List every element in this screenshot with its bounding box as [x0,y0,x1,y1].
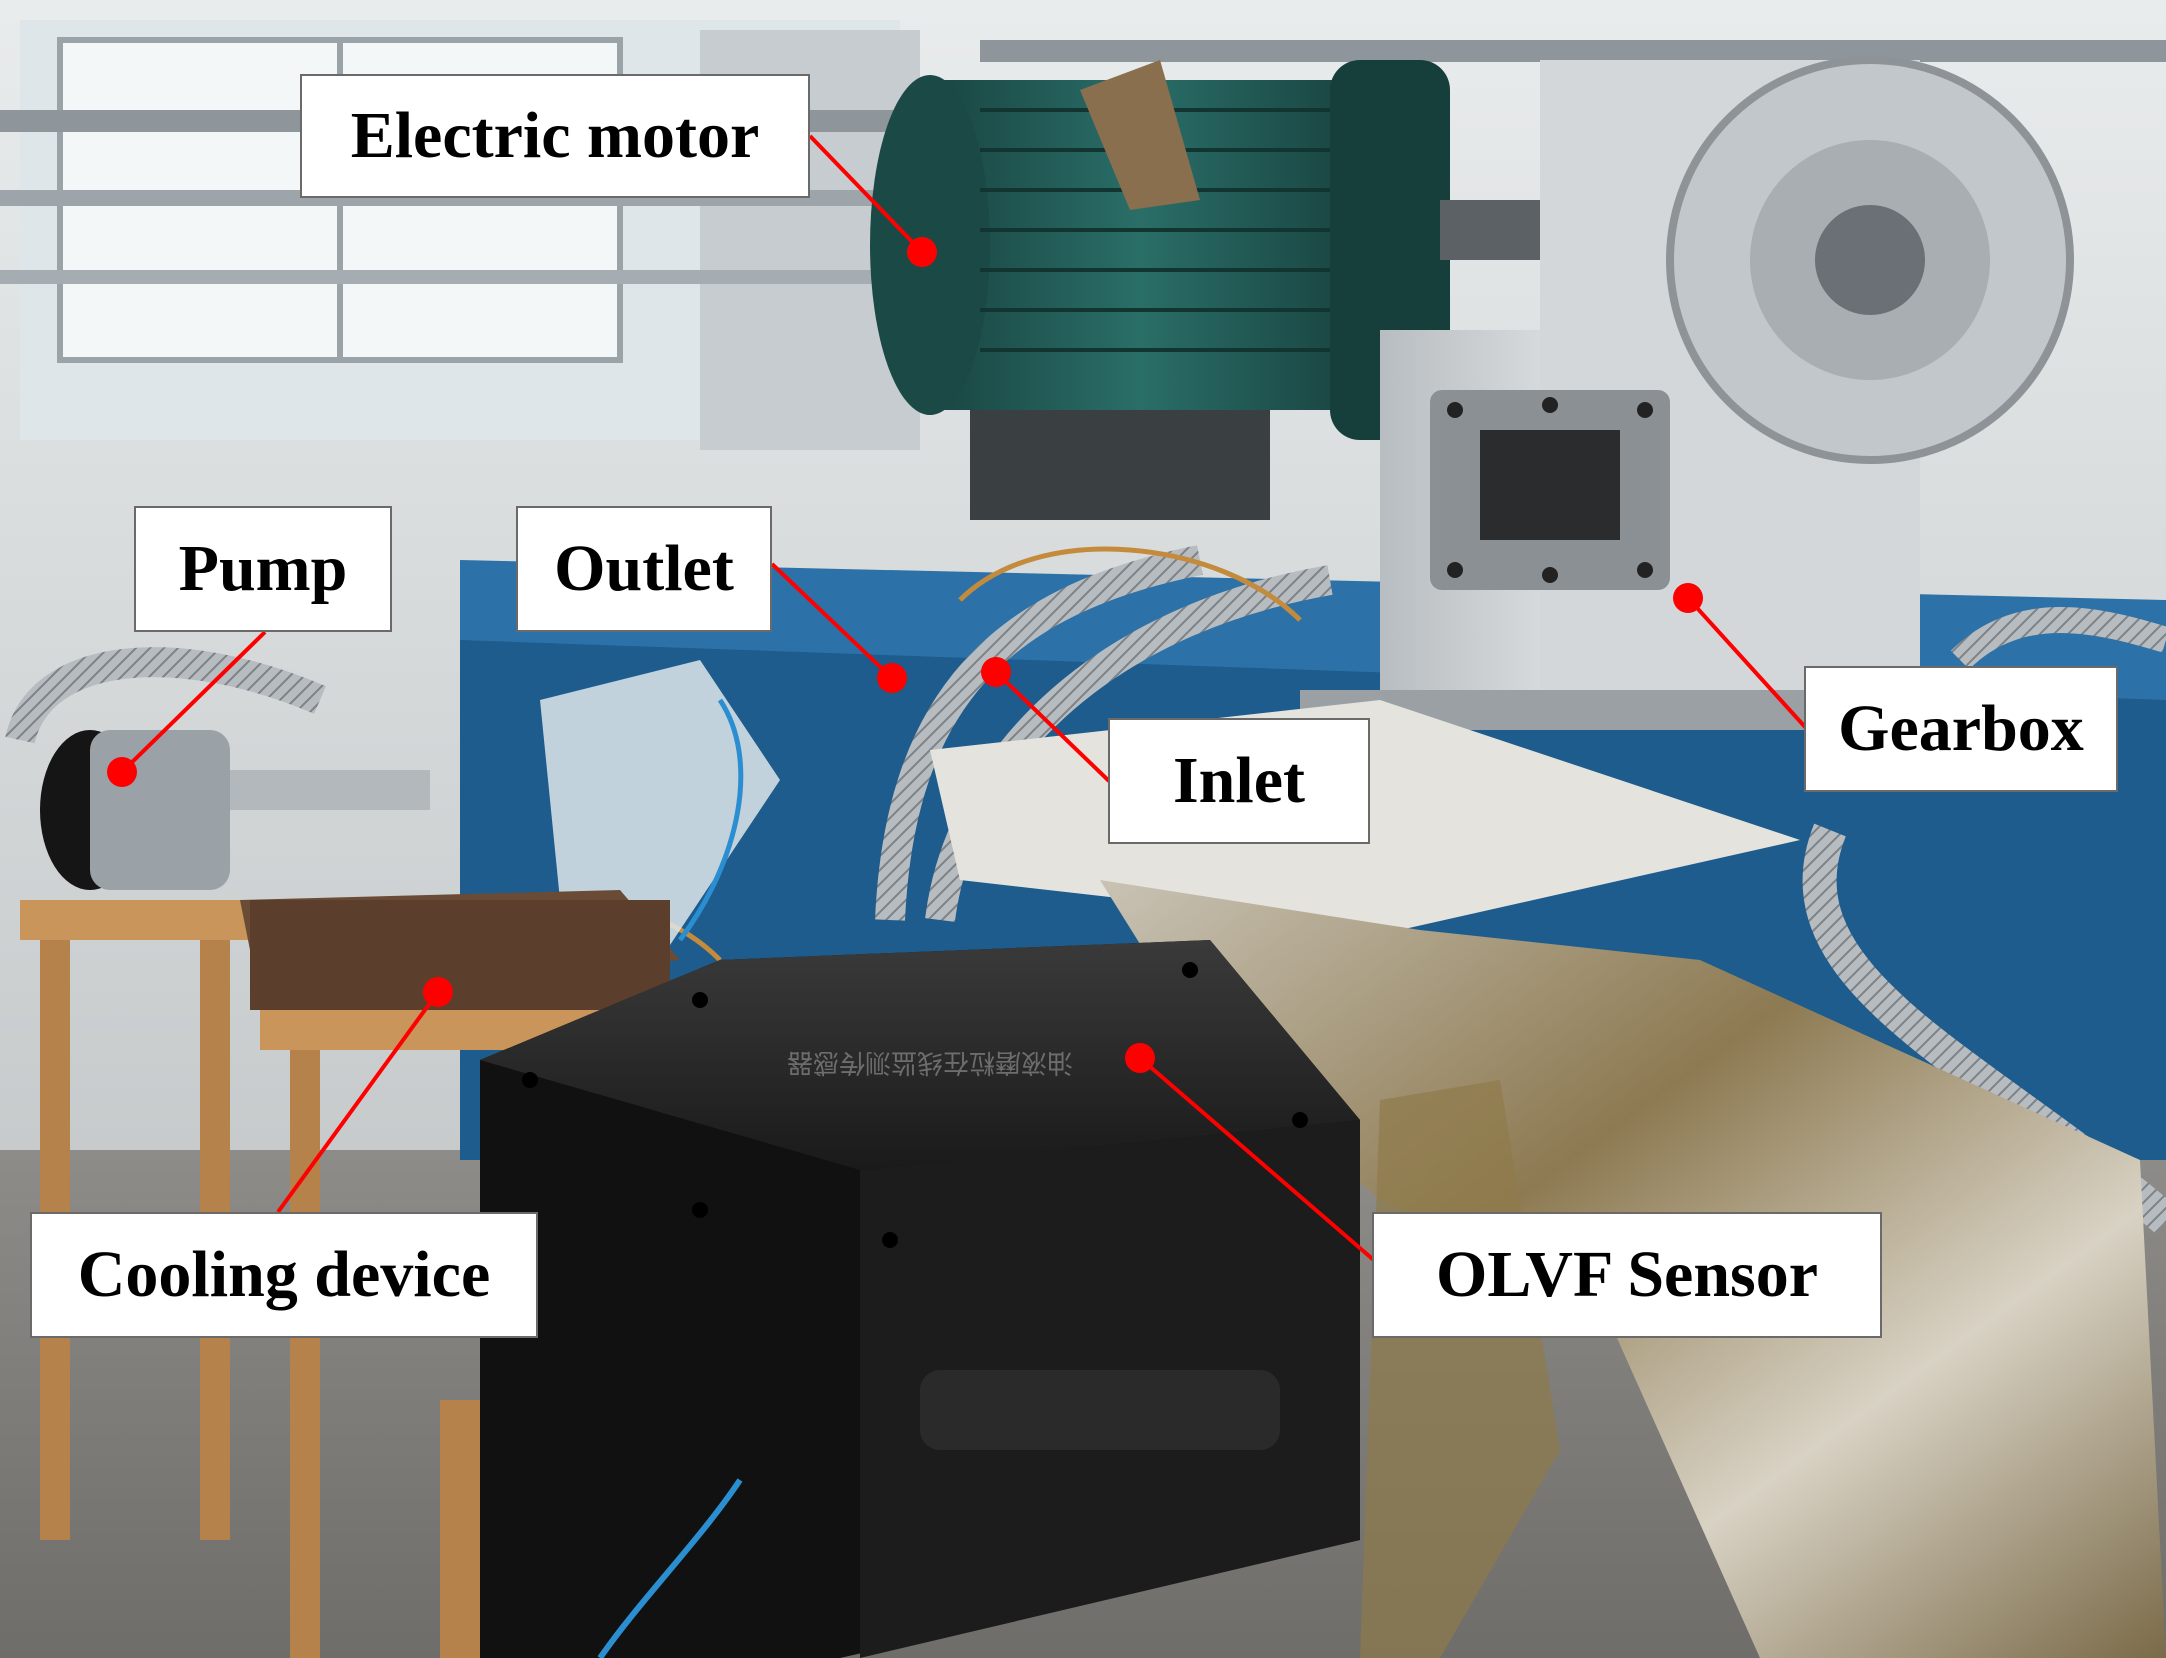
callout-pump: Pump [134,506,392,632]
label-olvf-sensor: OLVF Sensor [1435,1238,1818,1311]
label-pump: Pump [178,532,348,605]
label-electric-motor: Electric motor [350,99,760,172]
callout-electric-motor: Electric motor [300,74,810,198]
callout-inlet: Inlet [1108,718,1370,844]
label-cooling-device: Cooling device [77,1238,491,1311]
label-outlet: Outlet [554,532,734,605]
callout-olvf-sensor: OLVF Sensor [1372,1212,1882,1338]
callout-gearbox: Gearbox [1804,666,2118,792]
callout-cooling-device: Cooling device [30,1212,538,1338]
sensor-lid-text: 油液磨粒在线监测传感器 [787,1047,1073,1077]
label-inlet: Inlet [1173,744,1305,817]
callout-outlet: Outlet [516,506,772,632]
label-gearbox: Gearbox [1838,692,2084,765]
